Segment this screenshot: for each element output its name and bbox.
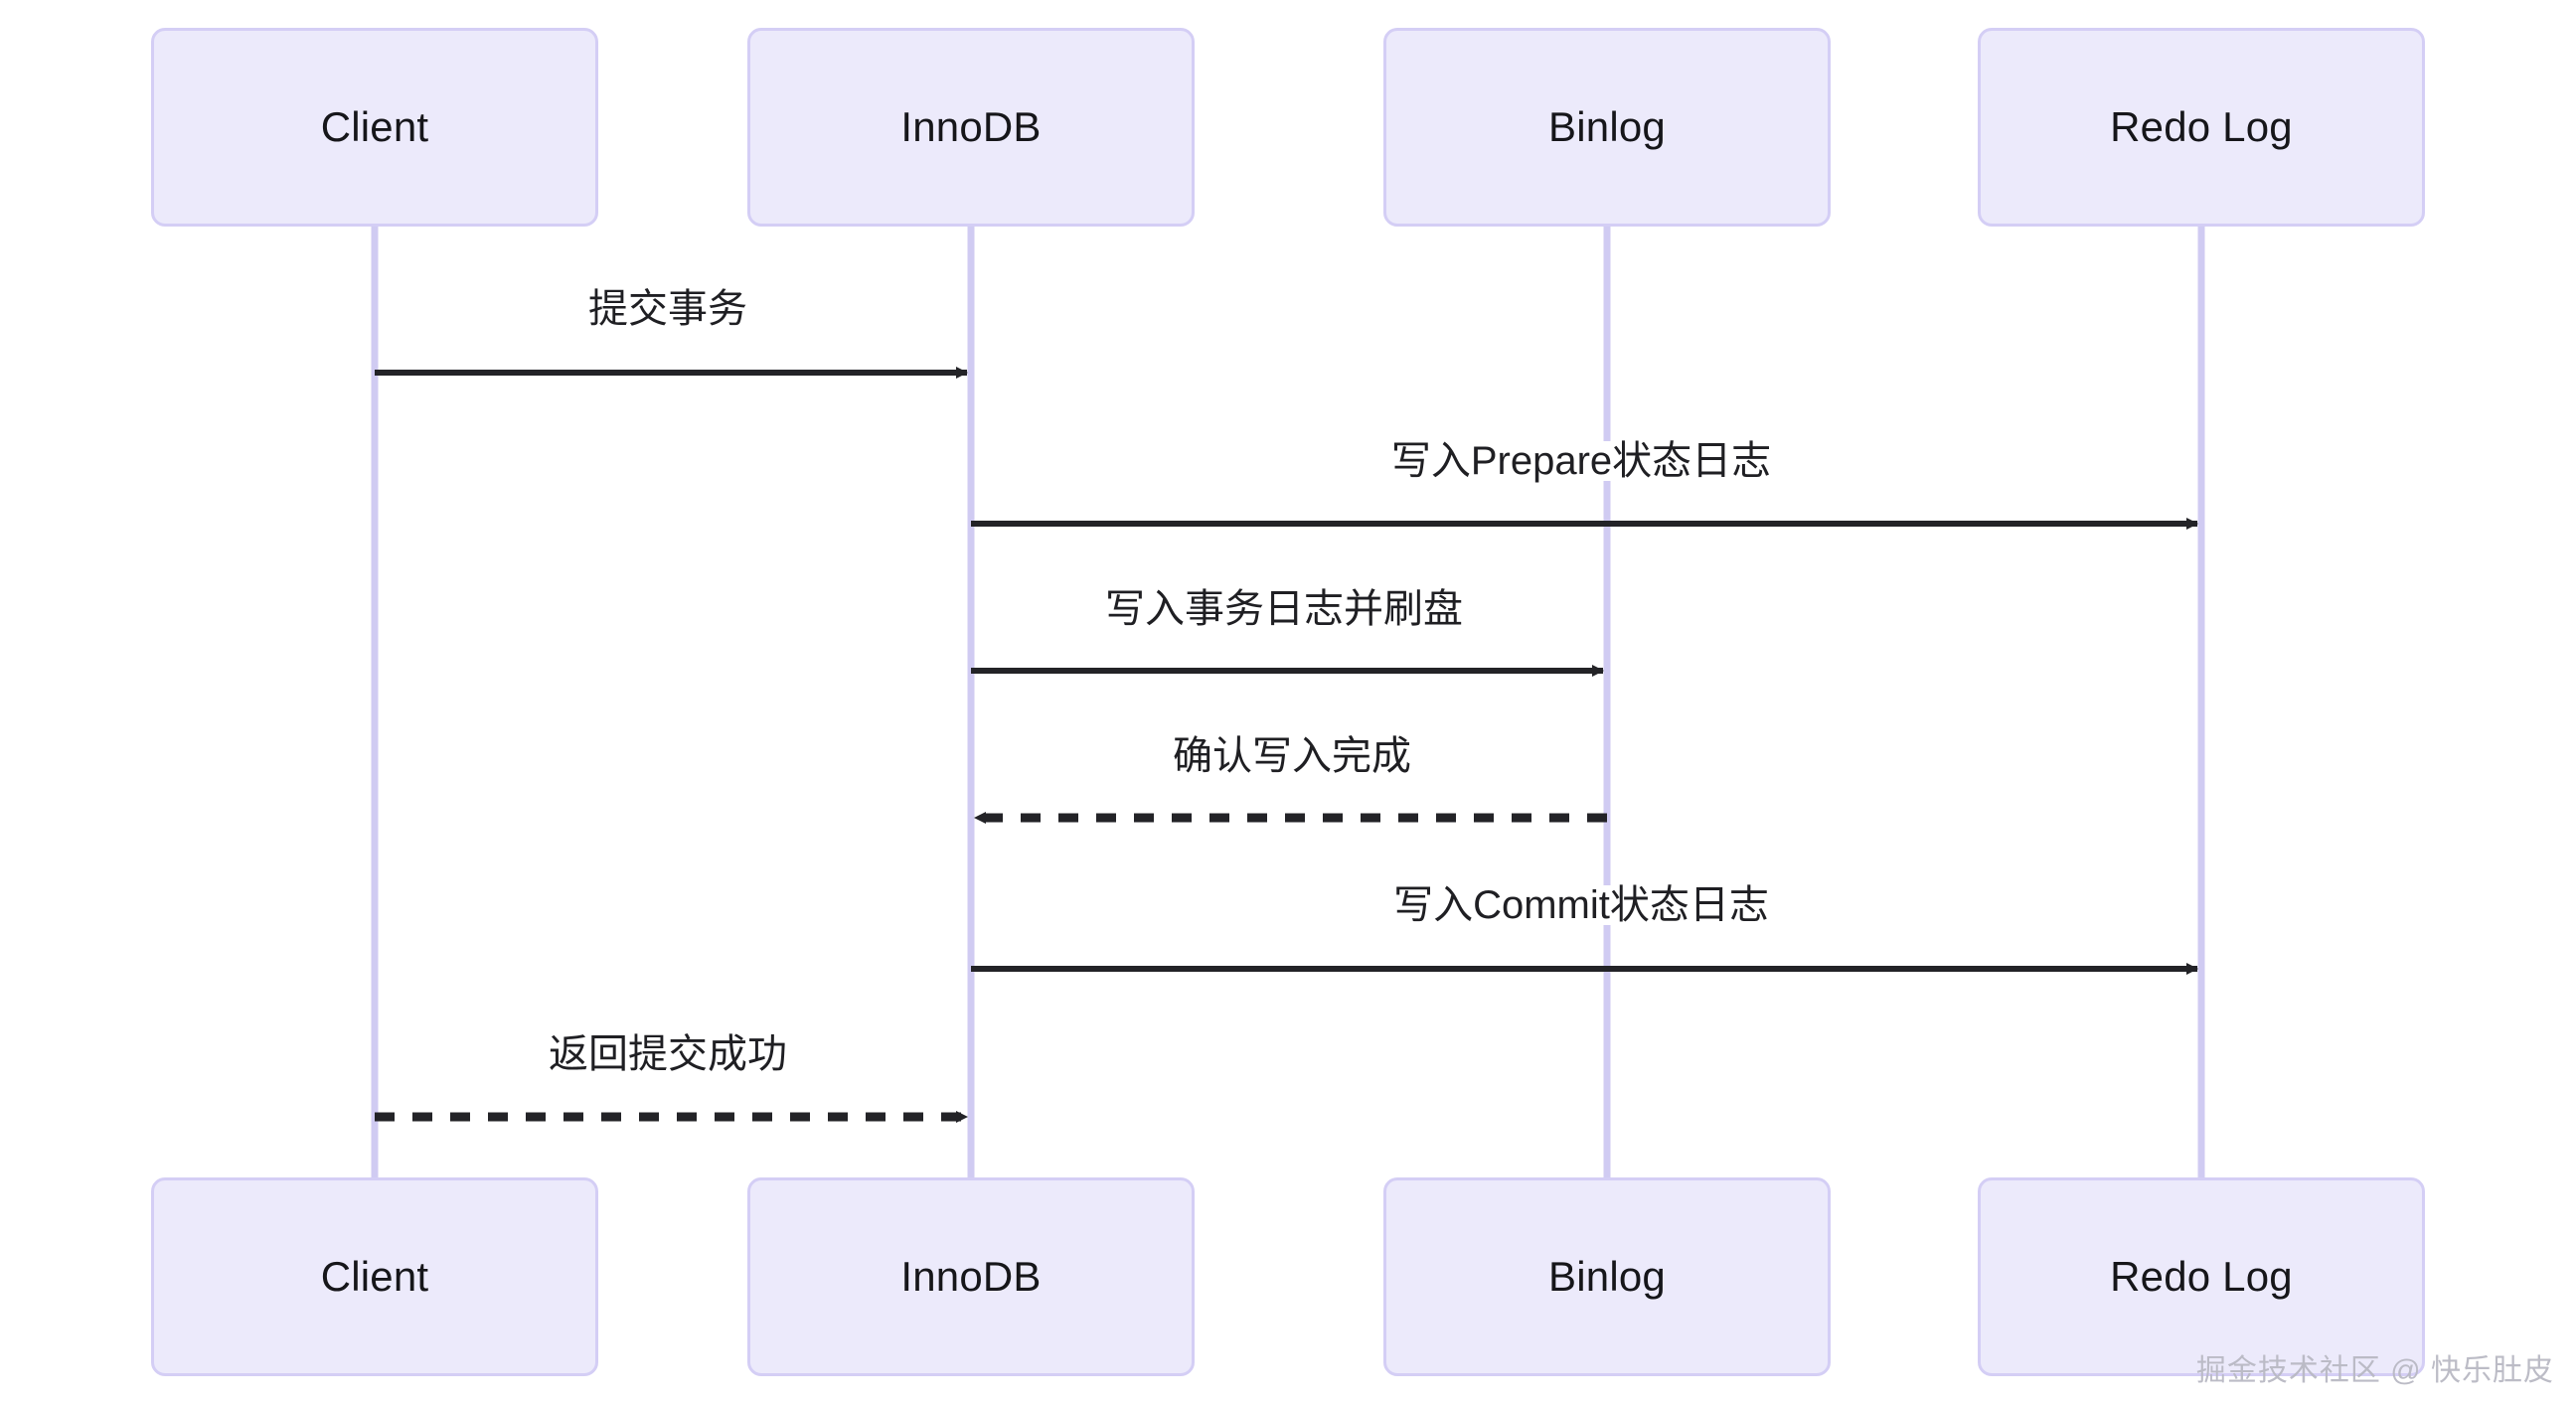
actor-foot-redolog[interactable]: Redo Log — [1978, 1177, 2425, 1376]
actor-head-label-redolog: Redo Log — [2110, 103, 2293, 150]
message-label-2: 写入Prepare状态日志 — [1384, 441, 1778, 481]
actor-head-label-innodb: InnoDB — [900, 103, 1042, 150]
lifelines-group — [371, 227, 2205, 1177]
actor-head-redolog[interactable]: Redo Log — [1978, 28, 2425, 227]
message-label-5: 写入Commit状态日志 — [1387, 885, 1775, 925]
actor-foot-client[interactable]: Client — [151, 1177, 598, 1376]
actor-foot-label-client: Client — [320, 1253, 429, 1300]
actor-foot-label-redolog: Redo Log — [2110, 1253, 2293, 1300]
actor-head-label-binlog: Binlog — [1548, 103, 1666, 150]
actor-foot-label-innodb: InnoDB — [900, 1253, 1042, 1300]
message-label-3: 写入事务日志并刷盘 — [1099, 589, 1469, 629]
actor-foot-binlog[interactable]: Binlog — [1383, 1177, 1831, 1376]
watermark-text: 掘金技术社区 @ 快乐肚皮 — [2195, 1354, 2554, 1387]
actor-head-binlog[interactable]: Binlog — [1383, 28, 1831, 227]
message-label-6: 返回提交成功 — [543, 1034, 793, 1074]
actor-head-client[interactable]: Client — [151, 28, 598, 227]
actor-foot-innodb[interactable]: InnoDB — [747, 1177, 1195, 1376]
message-label-4: 确认写入完成 — [1167, 736, 1417, 776]
actor-head-innodb[interactable]: InnoDB — [747, 28, 1195, 227]
message-label-1: 提交事务 — [582, 289, 753, 329]
actor-foot-label-binlog: Binlog — [1548, 1253, 1666, 1300]
actor-head-label-client: Client — [320, 103, 429, 150]
message-arrows-group — [375, 367, 2198, 1123]
